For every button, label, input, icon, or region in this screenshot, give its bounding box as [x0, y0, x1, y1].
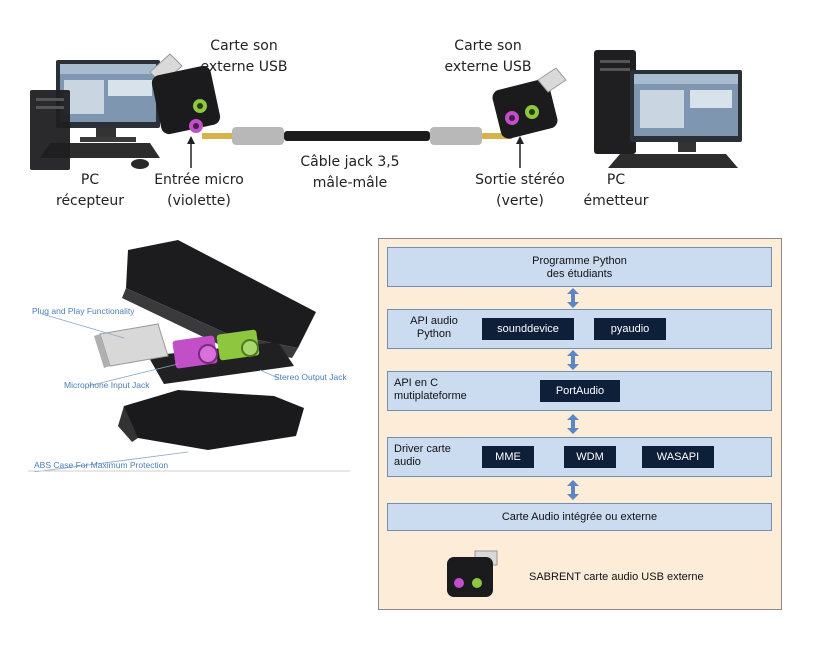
left-card-label: Carte son externe USB — [200, 38, 288, 75]
layer-audio-driver: Driver carte audio MME WDM WASAPI — [387, 437, 772, 477]
layer-c-api: API en C mutiplateforme PortAudio — [387, 371, 772, 411]
right-card-label: Carte son externe USB — [444, 38, 532, 75]
connection-illustration — [30, 50, 742, 170]
chip-wasapi: WASAPI — [642, 446, 714, 468]
layer-title: API en C mutiplateforme — [394, 377, 467, 402]
exploded-usb-card-illustration — [28, 240, 350, 472]
double-arrow-icon — [567, 414, 579, 434]
layer-title: Programme Python des étudiants — [532, 255, 627, 280]
mic-input-label: Entrée micro (violette) — [154, 172, 244, 209]
jack-cable-icon — [202, 127, 512, 145]
layer-python-program: Programme Python des étudiants — [387, 247, 772, 287]
stereo-jack-label: Stereo Output Jack — [274, 372, 347, 382]
double-arrow-icon — [567, 350, 579, 370]
chip-pyaudio: pyaudio — [594, 318, 666, 340]
stereo-output-label: Sortie stéréo (verte) — [475, 172, 565, 209]
microphone-jack-label: Microphone Input Jack — [64, 380, 150, 390]
sabrent-caption: SABRENT carte audio USB externe — [529, 571, 704, 583]
chip-wdm: WDM — [564, 446, 616, 468]
sabrent-usb-card-icon — [447, 550, 498, 597]
layer-title: Carte Audio intégrée ou externe — [501, 511, 658, 523]
cable-label: Câble jack 3,5 mâle-mâle — [300, 154, 400, 191]
layer-audio-card: Carte Audio intégrée ou externe — [387, 503, 772, 531]
chip-mme: MME — [482, 446, 534, 468]
pc-receiver-label: PC récepteur — [56, 172, 124, 209]
stereo-output-pointer-icon — [516, 136, 524, 168]
abs-case-label: ABS Case For Maximum Protection — [34, 460, 169, 470]
layer-title: Driver carte audio — [394, 443, 451, 468]
usb-card-right-icon — [492, 67, 567, 139]
pc-receiver-icon — [30, 60, 160, 170]
usb-card-left-icon — [149, 53, 221, 135]
chip-sounddevice: sounddevice — [482, 318, 574, 340]
mic-input-pointer-icon — [187, 136, 195, 168]
pc-sender-label: PC émetteur — [583, 172, 649, 209]
audio-stack-diagram: Programme Python des étudiants API audio… — [378, 238, 782, 610]
pc-sender-icon — [594, 50, 742, 168]
plug-play-label: Plug and Play Functionality — [32, 306, 135, 316]
double-arrow-icon — [567, 288, 579, 308]
double-arrow-icon — [567, 480, 579, 500]
layer-python-audio-api: API audio Python sounddevice pyaudio — [387, 309, 772, 349]
layer-title: API audio Python — [410, 315, 458, 340]
chip-portaudio: PortAudio — [540, 380, 620, 402]
